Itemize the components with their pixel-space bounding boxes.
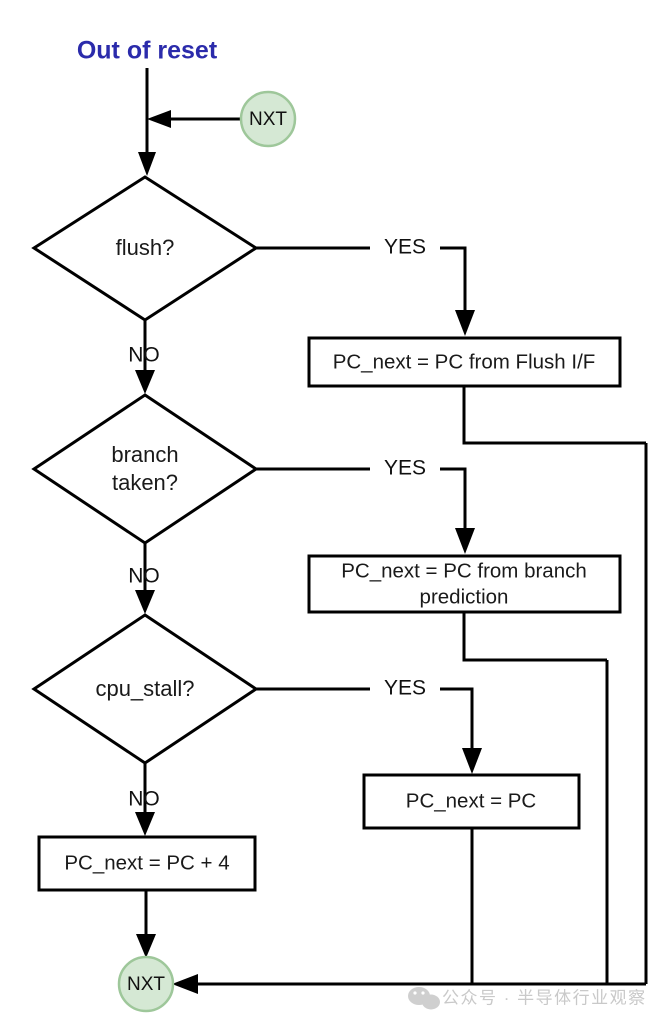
process-pc-from-flush-label: PC_next = PC from Flush I/F: [333, 350, 596, 373]
edge-label-branch-yes: YES: [384, 457, 426, 480]
arrowhead-nxt-top-return: [147, 110, 171, 128]
edge-label-stall-no: NO: [128, 788, 160, 811]
arrowhead-flush-no: [135, 370, 155, 394]
edge-branch-box-to-rail: [462, 612, 607, 662]
arrowhead-start-to-flush: [138, 152, 156, 176]
decision-branch-taken-label-line2: taken?: [112, 470, 178, 495]
arrowhead-bottom-return: [172, 974, 198, 994]
decision-cpu-stall-label: cpu_stall?: [95, 676, 194, 701]
arrowhead-branch-no: [135, 590, 155, 614]
watermark: 公众号 · 半导体行业观察: [408, 987, 647, 1010]
edge-flush-yes-seg2: [440, 246, 467, 322]
watermark-text: 公众号 · 半导体行业观察: [442, 988, 647, 1007]
terminator-nxt-bottom-label: NXT: [127, 974, 165, 995]
process-pc-from-branch-prediction-label-line1: PC_next = PC from branch: [341, 559, 587, 582]
edge-label-stall-yes: YES: [384, 677, 426, 700]
page-title: Out of reset: [77, 37, 218, 65]
decision-branch-taken-label-line1: branch: [111, 442, 178, 467]
arrowhead-branch-yes: [455, 528, 475, 554]
process-pc-plus-4[interactable]: [37, 835, 257, 892]
terminator-nxt-top[interactable]: [239, 90, 297, 148]
arrowhead-pc4-to-nxt: [136, 934, 156, 958]
arrowhead-flush-yes: [455, 310, 475, 336]
edge-label-branch-no: NO: [128, 565, 160, 588]
wechat-icon: [408, 987, 440, 1010]
decision-flush-label: flush?: [116, 235, 175, 260]
arrowhead-stall-yes: [462, 748, 482, 774]
process-pc-equals-pc-label: PC_next = PC: [406, 789, 537, 812]
arrowhead-stall-no: [135, 812, 155, 836]
edge-label-flush-no: NO: [128, 344, 160, 367]
process-pc-from-branch-prediction-label-line2: prediction: [420, 585, 509, 608]
process-pc-from-flush[interactable]: [307, 336, 622, 388]
terminator-nxt-top-label: NXT: [249, 109, 287, 130]
edge-label-flush-yes: YES: [384, 236, 426, 259]
edge-branch-yes-seg2: [440, 467, 467, 540]
edge-stall-yes-seg2: [440, 687, 474, 760]
edge-flush-box-to-rail: [462, 386, 646, 445]
terminator-nxt-bottom[interactable]: [117, 955, 175, 1013]
process-pc-plus-4-label: PC_next = PC + 4: [64, 851, 229, 874]
process-pc-equals-pc[interactable]: [362, 773, 581, 830]
